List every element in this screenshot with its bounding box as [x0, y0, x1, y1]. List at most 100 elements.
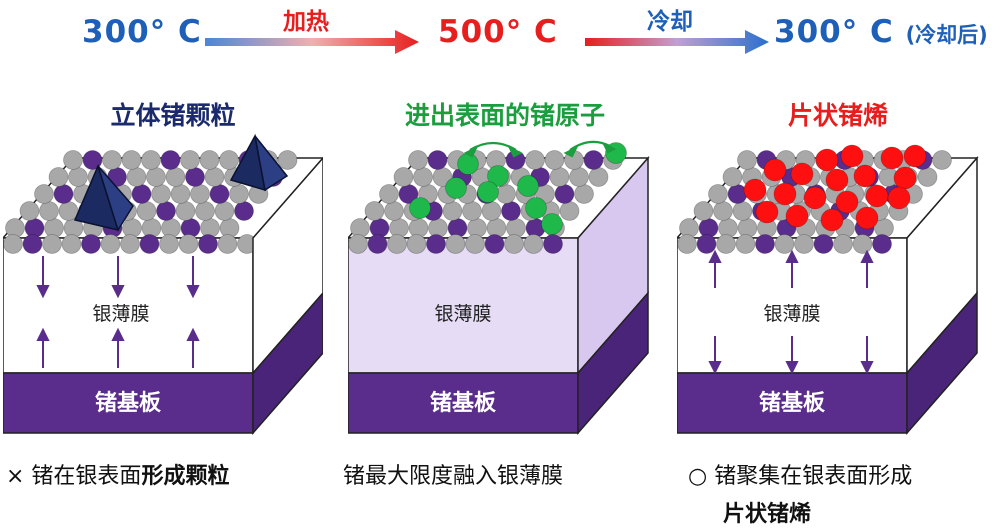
ag-atom	[677, 234, 697, 254]
panel3-heading: 片状锗烯	[787, 101, 888, 130]
ag-atom	[151, 184, 171, 204]
ag-atom	[190, 184, 210, 204]
ge-atom	[872, 234, 892, 254]
ag-atom	[544, 150, 565, 170]
ag-atom	[219, 150, 239, 170]
panel2-diagram: 银薄膜 锗基板	[348, 140, 650, 435]
ge-atom	[82, 150, 103, 170]
panel3-film-label: 银薄膜	[763, 303, 820, 325]
ge-atom	[426, 234, 446, 254]
ge-atom-red	[785, 204, 809, 228]
ag-atom	[523, 234, 544, 254]
ge-atom	[131, 184, 152, 204]
ge-atom-red	[773, 182, 797, 206]
panel1-block: 银薄膜 锗基板	[3, 133, 323, 435]
ge-atom-red	[743, 178, 767, 202]
panel3-substrate-label: 锗基板	[759, 390, 826, 416]
ag-atom	[559, 201, 580, 221]
ag-atom	[465, 234, 485, 254]
ag-atom	[588, 167, 609, 187]
ag-atom	[48, 167, 69, 187]
ge-pyramid-icon	[73, 163, 134, 232]
ge-atom	[139, 234, 160, 254]
panel1-caption-text: 锗在银表面	[24, 464, 142, 489]
ag-atom	[735, 234, 756, 254]
ag-atom	[34, 184, 54, 204]
ge-atom	[198, 234, 218, 254]
cross-icon: ×	[6, 464, 25, 489]
ag-atom	[462, 201, 482, 221]
ge-atom	[22, 234, 43, 254]
ag-atom	[504, 234, 524, 254]
ag-atom	[932, 150, 952, 170]
panel3-caption: ○ 锗聚集在银表面形成	[688, 458, 912, 490]
temp-mid: 500° C	[438, 14, 558, 50]
ge-atom	[234, 201, 254, 221]
ag-atom	[170, 184, 191, 204]
ag-atom	[277, 150, 298, 170]
ge-atom-red	[903, 144, 927, 168]
ge-atom	[696, 234, 717, 254]
panel3-caption-text: 锗聚集在银表面形成	[707, 464, 913, 489]
cool-label: 冷却	[647, 9, 693, 35]
ge-atom-red	[763, 158, 787, 182]
ag-atom	[833, 234, 853, 254]
ge-atom	[367, 234, 388, 254]
ag-atom	[348, 234, 368, 254]
ge-atom	[583, 150, 604, 170]
ag-atom	[229, 184, 249, 204]
panel2-film-label: 银薄膜	[434, 303, 491, 325]
panel2-edge-atoms	[348, 234, 563, 254]
ge-atom	[554, 184, 575, 204]
heat-arrow-icon	[205, 30, 419, 54]
ge-atom-green	[445, 177, 467, 199]
temp-start: 300° C	[82, 14, 202, 50]
ag-atom	[442, 201, 463, 221]
ag-atom	[364, 201, 385, 221]
ge-atom-green	[457, 153, 479, 175]
ag-atom	[737, 150, 757, 170]
ge-atom-green	[409, 197, 431, 219]
ag-atom	[708, 184, 728, 204]
ge-atom-green	[487, 165, 509, 187]
panel3-caption-bold: 片状锗烯	[723, 502, 812, 527]
ge-atom-red	[755, 200, 779, 224]
ge-atom	[160, 150, 181, 170]
ge-atom-red	[835, 190, 859, 214]
ag-atom	[178, 234, 199, 254]
panel3-edge-atoms	[677, 234, 892, 254]
ge-atom-red	[887, 186, 911, 210]
heat-label: 加热	[283, 9, 329, 35]
circle-icon: ○	[688, 464, 708, 489]
ag-atom	[525, 150, 545, 170]
ge-atom-red	[815, 148, 839, 172]
ge-atom	[813, 234, 834, 254]
ge-atom	[156, 201, 176, 221]
ge-atom	[543, 234, 563, 254]
ge-atom	[501, 201, 521, 221]
panel2-block: 银薄膜 锗基板	[348, 140, 650, 435]
ag-atom	[39, 201, 59, 221]
temp-end-note: (冷却后)	[905, 23, 988, 47]
panel3-block: 银薄膜 锗基板	[677, 144, 979, 435]
ag-atom	[42, 234, 62, 254]
ge-atom-green	[477, 181, 499, 203]
ag-atom	[794, 234, 814, 254]
ge-atom-red	[853, 164, 877, 188]
ag-atom	[217, 234, 238, 254]
ag-atom	[120, 234, 140, 254]
ge-atom	[209, 184, 230, 204]
ag-atom	[408, 150, 428, 170]
ag-atom	[3, 234, 23, 254]
ag-atom	[159, 234, 179, 254]
ag-atom	[379, 184, 399, 204]
ag-atom	[393, 167, 414, 187]
panel1-caption-bold: 形成颗粒	[141, 464, 230, 489]
panel1-diagram: 银薄膜 锗基板	[3, 133, 323, 435]
ag-atom	[716, 234, 736, 254]
ge-atom	[427, 150, 448, 170]
ag-atom	[199, 150, 220, 170]
ag-atom	[713, 201, 733, 221]
panel2-green-atoms	[409, 142, 627, 235]
ag-atom	[917, 167, 938, 187]
